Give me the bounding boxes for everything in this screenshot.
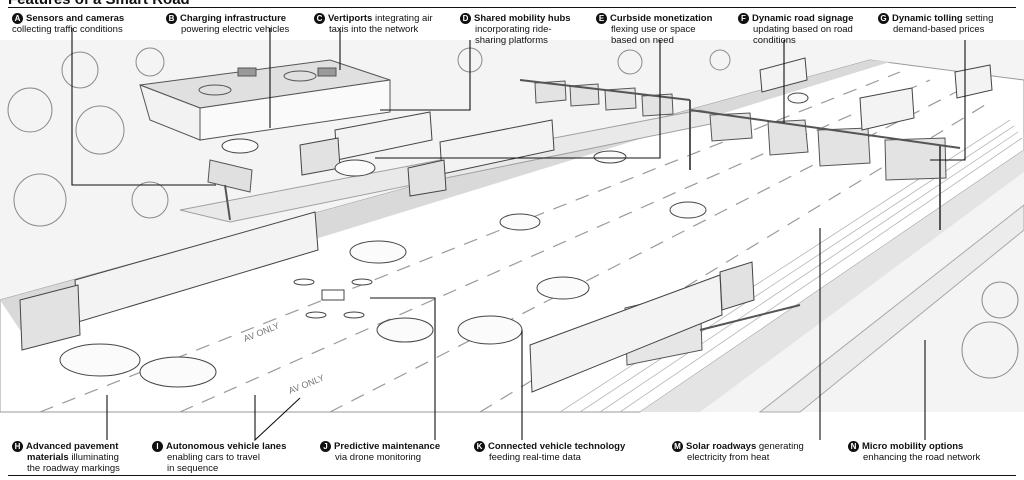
bike-path [758, 204, 1024, 413]
vertiport-building [139, 59, 391, 141]
callout-badge: N [848, 441, 859, 452]
bottom-rule [8, 475, 1016, 476]
right-shoulder [640, 150, 1024, 412]
callout-badge: F [738, 13, 749, 24]
callout-badge: K [474, 441, 485, 452]
callout-badge: C [314, 13, 325, 24]
trucks [19, 57, 993, 393]
callout-badge: M [672, 441, 683, 452]
callout-badge: I [152, 441, 163, 452]
callout-leader-lines [71, 28, 966, 442]
sensor-camera-pole [207, 159, 253, 221]
cars [59, 92, 809, 388]
background-trees [7, 47, 1019, 379]
callout-badge: D [460, 13, 471, 24]
callout-badge: G [878, 13, 889, 24]
callout-badge: H [12, 441, 23, 452]
page-title: Features of a Smart Road [8, 0, 190, 8]
inspection-drone [293, 278, 373, 319]
top-rule [8, 7, 1016, 8]
callout-badge: J [320, 441, 331, 452]
callout-badge: B [166, 13, 177, 24]
overhead-sign-gantry [519, 79, 961, 230]
callout-badge: A [12, 13, 23, 24]
callout-badge: E [596, 13, 607, 24]
